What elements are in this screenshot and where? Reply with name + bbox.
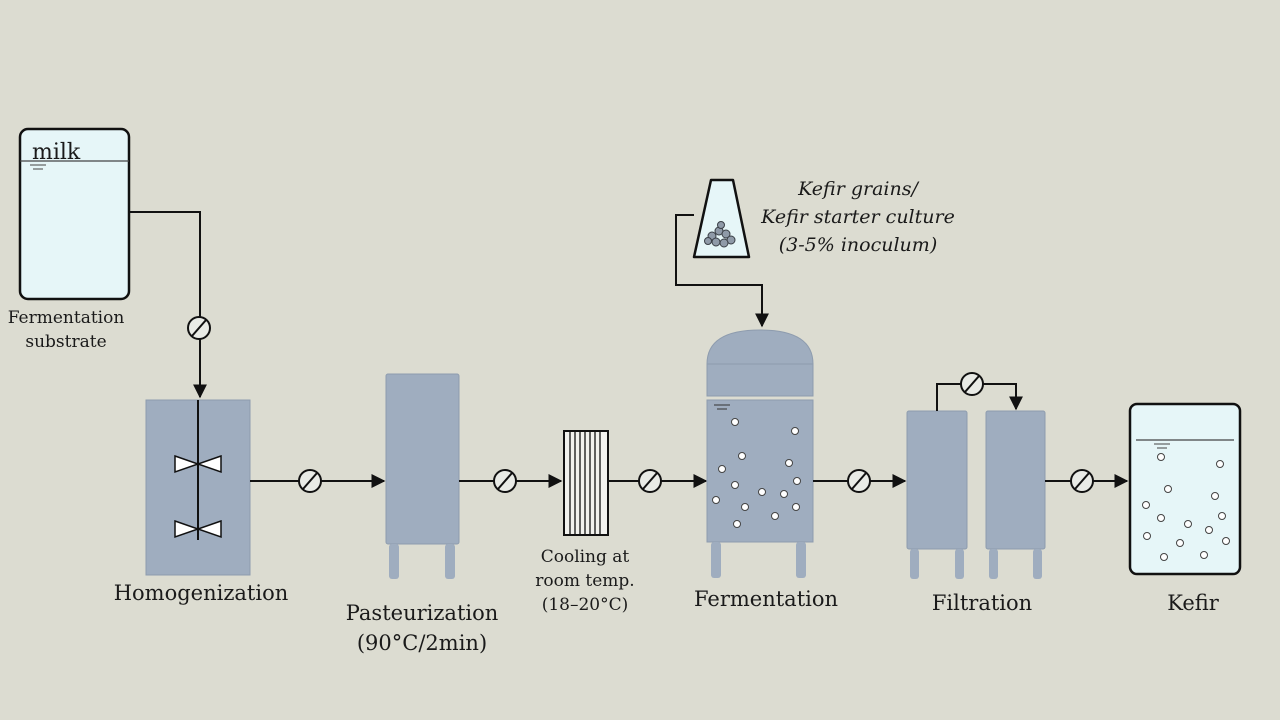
substrate-label-line1: Fermentation	[7, 308, 125, 328]
cooler-icon	[563, 430, 609, 536]
cooling-label-line3: (18–20°C)	[541, 595, 629, 615]
flask-icon	[692, 178, 751, 259]
fermenter-vessel	[706, 329, 814, 578]
flow-valve-icon	[847, 469, 871, 493]
pipe-cooler-to-fermenter	[608, 469, 708, 493]
inoculum-label: Kefir grains/ Kefir starter culture (3-5…	[761, 175, 955, 259]
pasteurization-label-line2: (90°C/2min)	[356, 631, 488, 655]
inoculum-flask	[675, 178, 769, 328]
flow-valve-icon	[960, 372, 984, 396]
pipe-homogenizer-to-pasteurizer	[250, 469, 386, 493]
inoculum-label-line1: Kefir grains/	[798, 178, 918, 200]
flow-valve-icon	[638, 469, 662, 493]
fermentation-label: Fermentation	[693, 587, 839, 611]
inoculum-label-line2: Kefir starter culture	[761, 206, 955, 228]
flow-valve-icon	[298, 469, 322, 493]
pipe-fermenter-to-filter	[813, 469, 907, 493]
pipe-milk-to-homogenizer	[129, 211, 211, 399]
homogenization-label: Homogenization	[113, 581, 289, 605]
kefir-bubbles	[1142, 453, 1230, 561]
flow-valve-icon	[493, 469, 517, 493]
kefir-tank	[1128, 402, 1242, 576]
substrate-label: Fermentation substrate	[8, 306, 125, 354]
homogenizer-vessel	[145, 399, 251, 576]
filtration-units	[906, 372, 1046, 579]
cooling-label-line1: Cooling at	[540, 547, 630, 567]
flow-valve-icon	[187, 316, 211, 340]
pipe-pasteurizer-to-cooler	[459, 469, 563, 493]
cooling-label-line2: room temp.	[535, 571, 635, 591]
filtration-label: Filtration	[931, 591, 1033, 615]
inoculum-label-line3: (3-5% inoculum)	[778, 234, 938, 256]
milk-tank	[18, 127, 131, 301]
cooling-label: Cooling at room temp. (18–20°C)	[535, 545, 634, 617]
flow-valve-icon	[1070, 469, 1094, 493]
substrate-label-line2: substrate	[25, 332, 107, 352]
milk-label: milk	[32, 140, 81, 165]
fermentation-bubbles	[712, 418, 801, 528]
pasteurization-label-line1: Pasteurization	[345, 601, 499, 625]
impeller-icon	[174, 454, 222, 539]
pasteurization-label: Pasteurization (90°C/2min)	[346, 598, 499, 658]
kefir-label: Kefir	[1167, 591, 1219, 615]
pasteurizer-vessel	[385, 373, 460, 579]
pipe-filter-to-kefir	[1045, 469, 1129, 493]
